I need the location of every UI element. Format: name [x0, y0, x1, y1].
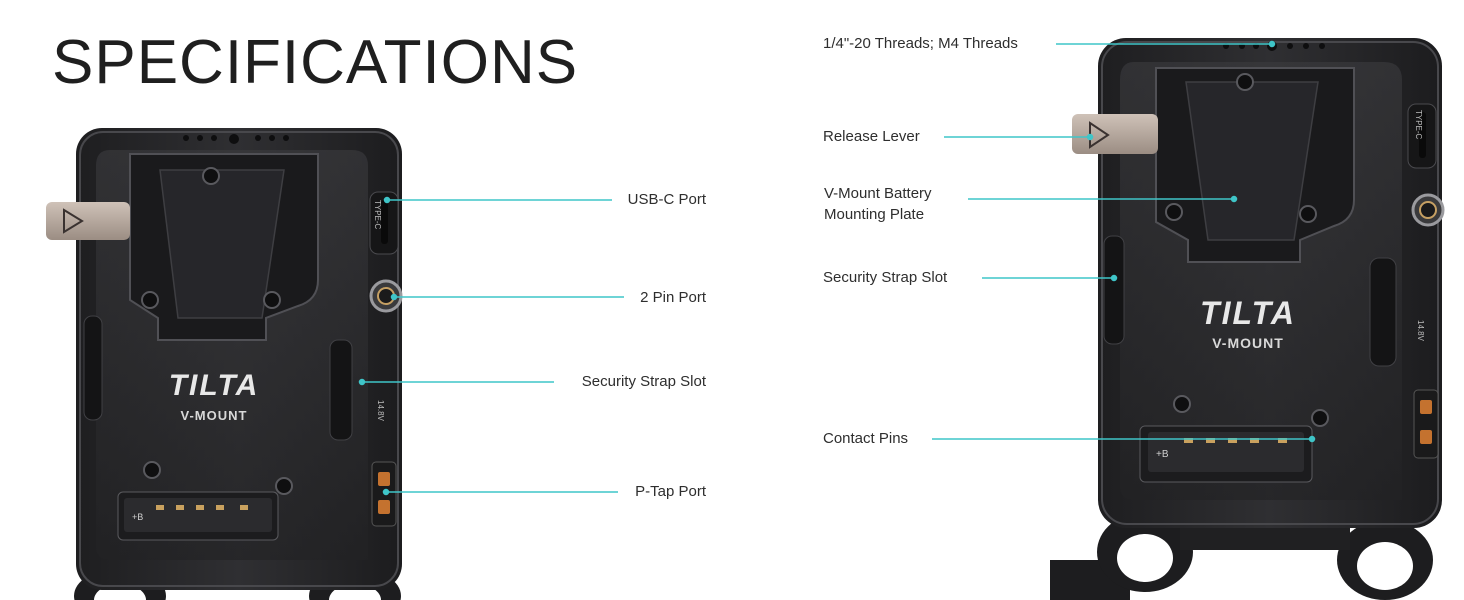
right-port-column: TYPE-C 14.8V [1407, 103, 1445, 459]
right-model-label: V-MOUNT [1212, 335, 1284, 351]
right-strap-slot-right [1369, 257, 1397, 367]
right-pin-label: +B [1156, 449, 1169, 460]
left-brand-logo: TILTA [169, 369, 260, 402]
left-strap-slot-right [329, 339, 353, 441]
callout-contact-pins: Contact Pins [823, 430, 909, 447]
left-voltage-label: 14.8V [376, 400, 385, 422]
left-port-column: TYPE-C 14.8V [369, 191, 403, 527]
left-release-lever [46, 202, 130, 240]
left-model-label: V-MOUNT [181, 408, 248, 423]
left-strap-slot-left [83, 315, 103, 421]
callout-2-pin-port: 2 Pin Port [640, 289, 706, 306]
left-contact-block: +B [117, 461, 293, 541]
right-brand-logo: TILTA [1200, 295, 1296, 331]
right-type-c-label: TYPE-C [1414, 110, 1423, 140]
callout-usb-c-port: USB-C Port [627, 191, 706, 208]
right-leader-lines [932, 40, 1316, 443]
callout-release-lever: Release Lever [823, 128, 920, 145]
left-vmount-receiver [129, 153, 319, 341]
callout-security-strap-slot-left: Security Strap Slot [581, 373, 706, 390]
left-top-thread-holes [183, 134, 289, 144]
callout-threads: 1/4"-20 Threads; M4 Threads [823, 35, 1018, 52]
left-vmount-plate: TYPE-C 14.8V TILTA V-MOUNT +B [46, 128, 403, 600]
right-release-lever [1072, 114, 1158, 154]
page-title: SPECIFICATIONS [52, 28, 579, 97]
callout-p-tap-port: P-Tap Port [635, 483, 706, 500]
right-vmount-receiver [1155, 67, 1355, 263]
left-pin-label: +B [132, 512, 143, 522]
right-vmount-plate: TYPE-C 14.8V TILTA V-MOUNT +B [1050, 38, 1445, 600]
right-rod-clamp [1050, 512, 1433, 600]
right-strap-slot-left [1103, 235, 1125, 345]
right-contact-block: +B [1139, 395, 1329, 483]
callout-vmount-plate-line2: Mounting Plate [824, 206, 925, 223]
callout-vmount-plate-line1: V-Mount Battery [824, 185, 932, 202]
left-leader-lines [358, 196, 624, 496]
left-type-c-label: TYPE-C [373, 200, 382, 230]
right-voltage-label: 14.8V [1416, 320, 1425, 342]
callout-security-strap-slot-right: Security Strap Slot [823, 269, 948, 286]
